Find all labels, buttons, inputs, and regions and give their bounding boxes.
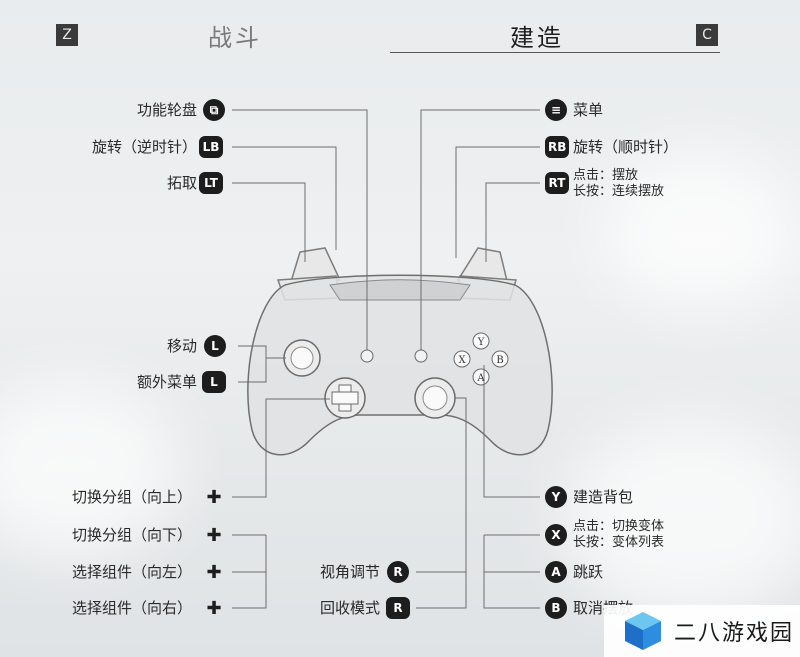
label-recycle-mode: 回收模式 [319,599,380,617]
fog-cloud [600,150,800,310]
dpad-up-icon: ✚ [206,486,222,508]
label-group-down: 切换分组（向下） [71,526,192,544]
left-stick-button-icon: L [204,335,226,357]
menu-icon: ≡ [545,99,567,121]
tab-left-key[interactable]: Z [56,24,78,46]
view-icon: ⧉ [203,99,225,121]
label-build-bag: 建造背包 [573,488,634,506]
b-button-icon: B [545,597,567,619]
rt-button-icon: RT [545,172,569,194]
label-component-right: 选择组件（向右） [71,599,192,617]
label-group-up: 切换分组（向上） [71,488,192,506]
label-extra-menu: 额外菜单 [136,373,197,391]
label-move: 移动 [166,337,197,355]
face-buttons-icon: Y X B A [453,332,509,386]
label-x-hold: 长按：变体列表 [573,535,665,550]
watermark: 二八游戏园 [604,605,800,657]
dpad-down-icon: ✚ [206,524,222,546]
view-button-icon [360,349,374,363]
label-rotate-cw: 旋转（顺时针） [573,138,679,156]
watermark-text: 二八游戏园 [674,621,795,646]
a-button-icon: A [545,561,567,583]
left-stick-press-icon: L [202,371,226,393]
fog-cloud [0,380,180,560]
label-view-adjust: 视角调节 [319,563,380,581]
svg-text:A: A [476,373,485,384]
dpad-icon [324,377,366,419]
lb-button-icon: LB [199,136,223,158]
right-stick-button-icon: R [387,561,409,583]
menu-button-icon [414,349,428,363]
label-x-click: 点击：切换变体 [573,519,665,534]
x-button-icon: X [545,524,567,546]
label-rt-hold: 长按：连续摆放 [573,184,665,199]
y-button-icon: Y [545,486,567,508]
tab-combat[interactable]: 战斗 [208,24,262,52]
tab-build[interactable]: 建造 [510,24,564,52]
label-jump: 跳跃 [573,563,604,581]
tab-right-key[interactable]: C [696,24,718,46]
fog-cloud [560,420,800,620]
dpad-left-icon: ✚ [206,561,222,583]
label-pick: 拓取 [166,174,197,192]
label-component-left: 选择组件（向左） [71,563,192,581]
svg-text:B: B [496,355,503,366]
svg-text:Y: Y [477,337,485,348]
lt-button-icon: LT [199,172,223,194]
controller-body [247,274,553,456]
cube-logo-icon [625,612,661,650]
label-rotate-ccw: 旋转（逆时针） [91,138,197,156]
right-stick-press-icon: R [386,597,410,619]
label-rt-click: 点击：摆放 [573,168,639,183]
dpad-right-icon: ✚ [206,597,222,619]
rb-button-icon: RB [545,136,570,158]
label-menu: 菜单 [573,101,604,119]
svg-text:X: X [458,355,466,366]
label-function-wheel: 功能轮盘 [136,101,197,119]
active-tab-underline [390,52,720,53]
